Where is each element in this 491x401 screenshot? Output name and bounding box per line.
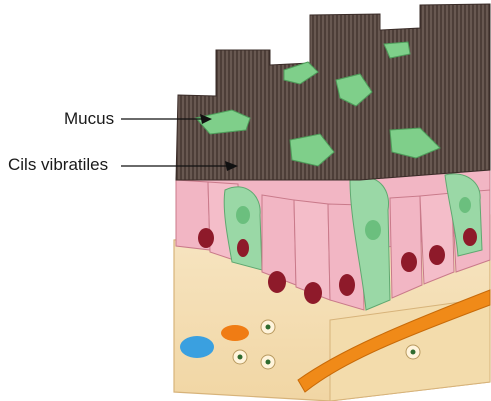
- cils-vibratiles-label: Cils vibratiles: [8, 155, 108, 175]
- cilia-layer: [176, 4, 490, 180]
- mucus-label: Mucus: [64, 109, 114, 129]
